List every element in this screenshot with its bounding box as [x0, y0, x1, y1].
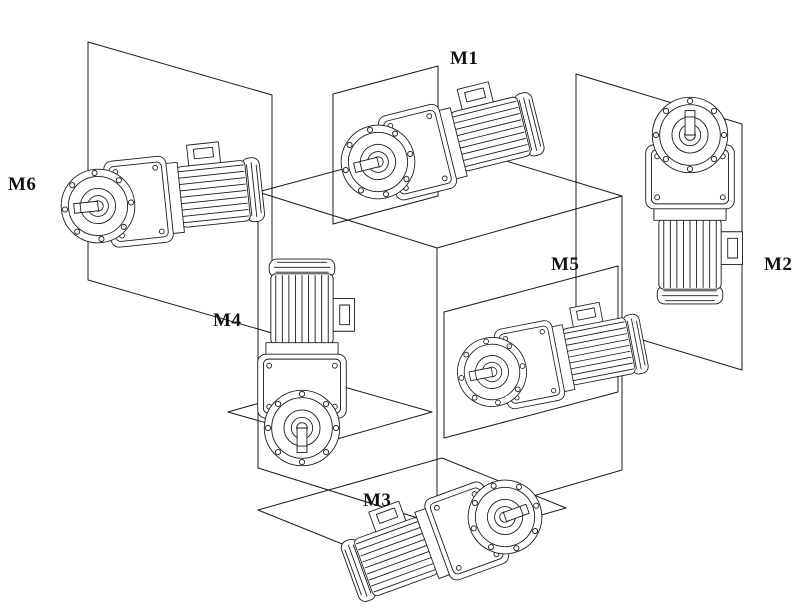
gearmotor-m4-drawing: [257, 258, 355, 467]
label-m4: M4: [213, 310, 242, 331]
label-m2: M2: [764, 254, 793, 275]
mounting-plane-m5: [443, 265, 619, 439]
gearmotors: [55, 72, 743, 613]
mounting-plane-m3: [257, 457, 567, 561]
gearmotor-m1-drawing: [329, 72, 549, 214]
mounting-plane-m1: [332, 65, 439, 225]
label-m1: M1: [450, 48, 479, 69]
label-m5: M5: [551, 254, 580, 275]
gearmotor-m5-drawing: [448, 294, 652, 419]
label-m3: M3: [363, 490, 392, 511]
gearmotor-m2-drawing: [645, 96, 743, 305]
label-m6: M6: [8, 174, 37, 195]
